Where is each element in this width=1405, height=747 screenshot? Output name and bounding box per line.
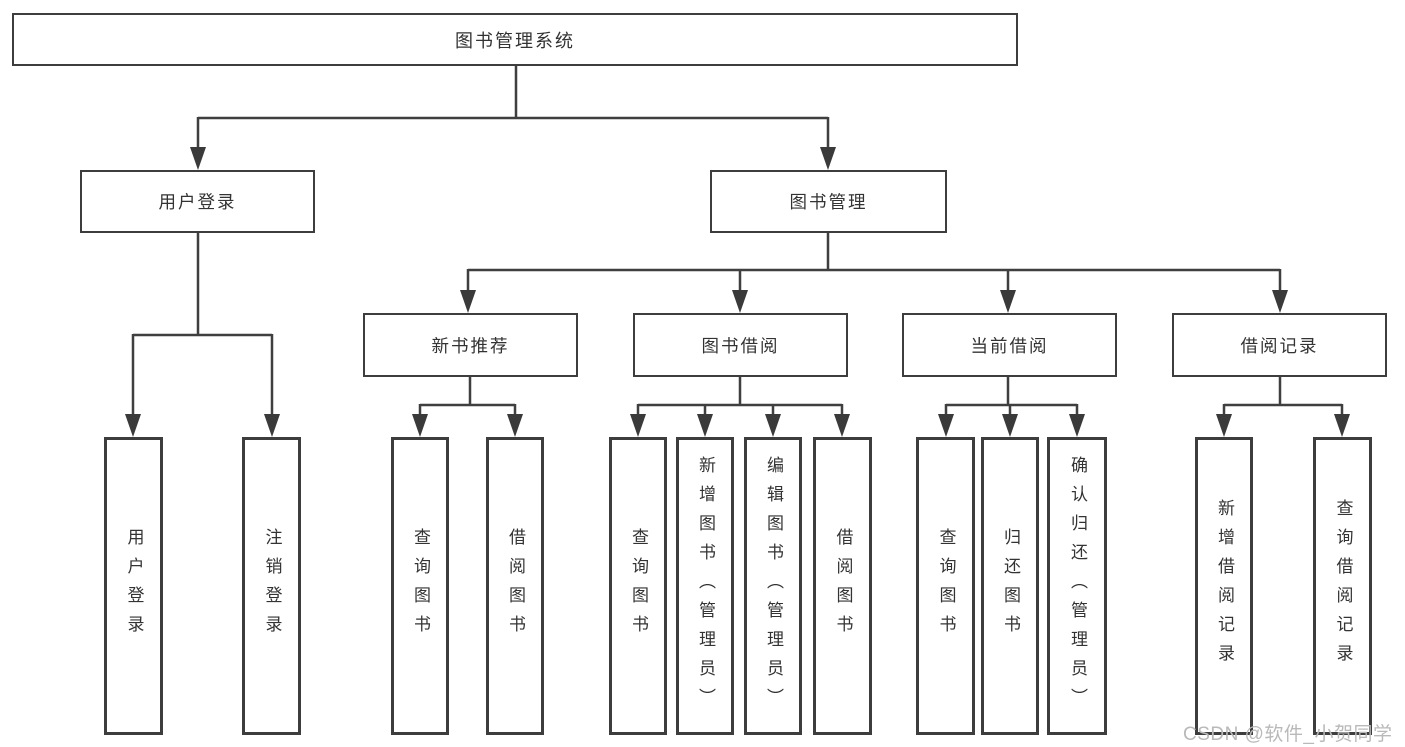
arrow-down-icon (938, 414, 954, 437)
arrow-down-icon (1000, 290, 1016, 313)
leaf-edit-books-admin: 编辑图书（管理员） (744, 437, 802, 735)
node-label: 查询图书 (629, 528, 648, 644)
connector-manage-to-sections (460, 233, 1288, 313)
arrow-down-icon (1334, 414, 1350, 437)
arrow-down-icon (1002, 414, 1018, 437)
leaf-borrow-books-recommend: 借阅图书 (486, 437, 544, 735)
leaf-logout: 注销登录 (242, 437, 301, 735)
node-book-management-system: 图书管理系统 (12, 13, 1018, 66)
leaf-add-books-admin: 新增图书（管理员） (676, 437, 734, 735)
arrow-down-icon (460, 290, 476, 313)
leaf-borrow-books: 借阅图书 (813, 437, 872, 735)
node-label: 归还图书 (1001, 528, 1020, 644)
arrow-down-icon (190, 147, 206, 170)
leaf-return-books: 归还图书 (981, 437, 1039, 735)
arrow-down-icon (765, 414, 781, 437)
node-user-login: 用户登录 (80, 170, 315, 233)
node-label: 新增借阅记录 (1215, 499, 1234, 673)
node-label: 查询图书 (936, 528, 956, 644)
leaf-query-books-current: 查询图书 (916, 437, 975, 735)
arrow-down-icon (1069, 414, 1085, 437)
node-label: 查询借阅记录 (1333, 499, 1353, 673)
arrow-down-icon (264, 414, 280, 437)
arrow-down-icon (125, 414, 141, 437)
node-label: 用户登录 (124, 528, 144, 644)
node-book-borrow: 图书借阅 (633, 313, 848, 377)
leaf-query-books-borrow: 查询图书 (609, 437, 667, 735)
node-new-book-recommend: 新书推荐 (363, 313, 578, 377)
node-label: 编辑图书（管理员） (764, 455, 783, 717)
node-label: 图书管理系统 (455, 30, 575, 51)
connector-records-to-leaves (1216, 377, 1350, 437)
node-label: 新增图书（管理员） (696, 455, 715, 717)
leaf-query-books-recommend: 查询图书 (391, 437, 449, 735)
csdn-watermark: CSDN @软件_小贺同学 (1183, 724, 1393, 745)
arrow-down-icon (630, 414, 646, 437)
node-label: 用户登录 (158, 192, 237, 212)
node-current-borrow: 当前借阅 (902, 313, 1117, 377)
node-label: 借阅记录 (1240, 335, 1319, 356)
arrow-down-icon (412, 414, 428, 437)
arrow-down-icon (1216, 414, 1232, 437)
arrow-down-icon (834, 414, 850, 437)
node-label: 图书借阅 (701, 335, 780, 356)
node-label: 查询图书 (411, 528, 430, 644)
node-label: 当前借阅 (970, 335, 1049, 356)
connector-current-to-leaves (938, 377, 1085, 437)
leaf-confirm-return-admin: 确认归还（管理员） (1047, 437, 1107, 735)
connector-borrow-to-leaves (630, 377, 850, 437)
connector-login-to-leaves (125, 233, 280, 437)
connector-recommend-to-leaves (412, 377, 523, 437)
arrow-down-icon (732, 290, 748, 313)
arrow-down-icon (697, 414, 713, 437)
node-label: 借阅图书 (833, 528, 853, 644)
node-label: 图书管理 (789, 192, 868, 212)
node-borrow-records: 借阅记录 (1172, 313, 1387, 377)
node-book-manage: 图书管理 (710, 170, 947, 233)
connector-root-to-level2 (190, 66, 836, 170)
leaf-add-borrow-record: 新增借阅记录 (1195, 437, 1253, 735)
leaf-query-borrow-record: 查询借阅记录 (1313, 437, 1372, 735)
node-label: 注销登录 (262, 528, 282, 644)
leaf-user-login: 用户登录 (104, 437, 163, 735)
arrow-down-icon (507, 414, 523, 437)
node-label: 新书推荐 (431, 335, 510, 356)
arrow-down-icon (1272, 290, 1288, 313)
node-label: 借阅图书 (506, 528, 525, 644)
node-label: 确认归还（管理员） (1068, 455, 1087, 717)
arrow-down-icon (820, 147, 836, 170)
